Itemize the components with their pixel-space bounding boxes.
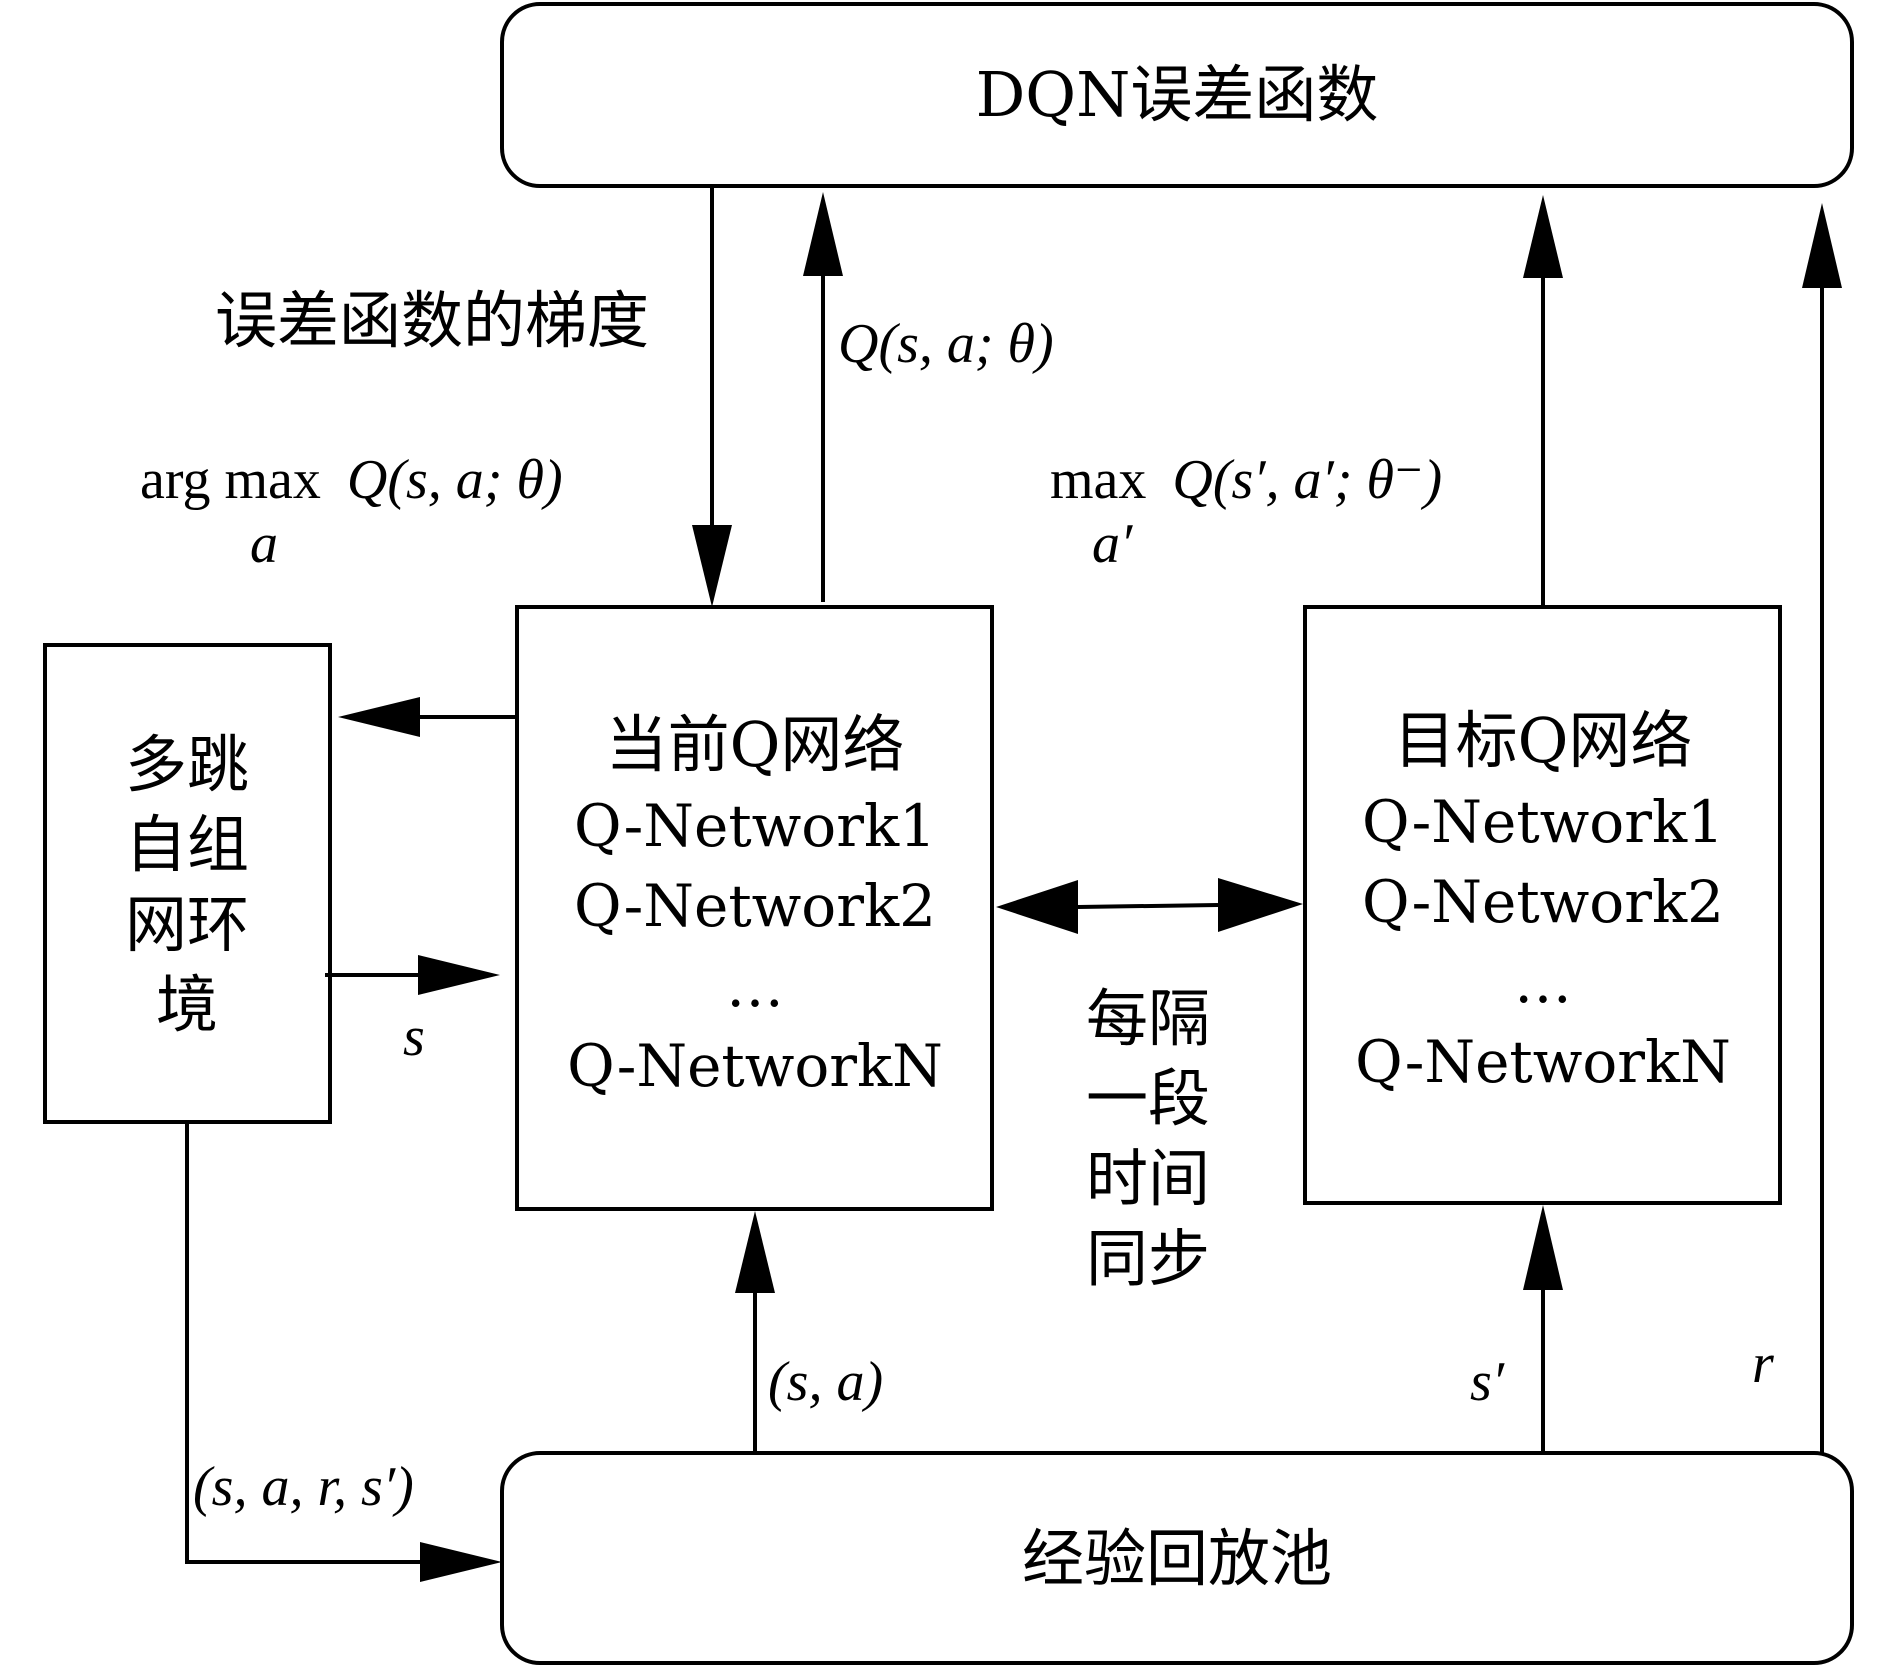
sync-label-line-4: 同步 — [1086, 1222, 1210, 1295]
reward-arrow — [1802, 203, 1842, 1453]
max-label: max Q(s′, a′; θ⁻) — [1050, 449, 1442, 511]
target-network-item-1: Q-Network1 — [1362, 788, 1724, 856]
environment-label-line-3: 网环 — [125, 888, 249, 961]
next-state-label: s′ — [1470, 1351, 1505, 1413]
replay-pool-label: 经验回放池 — [1022, 1522, 1332, 1595]
current-q-network-box: 当前Q网络 Q-Network1 Q-Network2 … Q-NetworkN — [515, 605, 994, 1211]
replay-pool-box: 经验回放池 — [500, 1451, 1854, 1665]
environment-label-line-1: 多跳 — [125, 728, 249, 801]
current-network-item-n: Q-NetworkN — [567, 1032, 943, 1100]
target-network-title: 目标Q网络 — [1394, 704, 1693, 777]
target-network-item-n: Q-NetworkN — [1355, 1028, 1731, 1096]
max-prefix: max — [1050, 449, 1160, 511]
state-action-label: (s, a) — [768, 1351, 883, 1413]
argmax-expression: Q(s, a; θ) — [347, 449, 563, 511]
sync-label-line-1: 每隔 — [1086, 982, 1210, 1055]
current-network-item-1: Q-Network1 — [574, 792, 936, 860]
current-network-title: 当前Q网络 — [606, 708, 905, 781]
replay-to-target-network-arrow — [1523, 1205, 1563, 1453]
q-value-arrow — [803, 192, 843, 602]
target-network-item-2: Q-Network2 — [1362, 868, 1724, 936]
sync-double-arrow — [996, 878, 1303, 934]
max-expression: Q(s′, a′; θ⁻) — [1172, 449, 1442, 511]
target-max-q-arrow — [1523, 195, 1563, 607]
replay-to-current-network-arrow — [735, 1211, 775, 1453]
target-q-network-box: 目标Q网络 Q-Network1 Q-Network2 … Q-NetworkN — [1303, 605, 1782, 1205]
dqn-loss-box: DQN误差函数 — [500, 2, 1854, 188]
argmax-subscript: a — [250, 513, 278, 575]
environment-label-line-2: 自组 — [125, 808, 249, 881]
target-network-ellipsis: … — [1514, 948, 1572, 1016]
environment-to-replay-arrow — [185, 1122, 502, 1582]
transition-label: (s, a, r, s′) — [193, 1456, 414, 1518]
sync-label-line-3: 时间 — [1086, 1142, 1210, 1215]
gradient-label: 误差函数的梯度 — [215, 284, 649, 357]
q-value-label: Q(s, a; θ) — [838, 313, 1054, 375]
state-label: s — [403, 1006, 425, 1068]
argmax-prefix: arg max — [140, 449, 335, 511]
sync-label-line-2: 一段 — [1086, 1062, 1210, 1135]
reward-label: r — [1752, 1333, 1774, 1395]
environment-box: 多跳 自组 网环 境 — [43, 643, 332, 1124]
action-to-environment-arrow — [338, 697, 517, 737]
gradient-arrow — [692, 186, 732, 607]
current-network-item-2: Q-Network2 — [574, 872, 936, 940]
max-subscript: a′ — [1092, 513, 1133, 575]
argmax-label: arg max Q(s, a; θ) — [140, 449, 563, 511]
environment-label-line-4: 境 — [156, 968, 218, 1041]
current-network-ellipsis: … — [726, 952, 784, 1020]
dqn-loss-label: DQN误差函数 — [976, 58, 1379, 131]
sync-label: 每隔 一段 时间 同步 — [1086, 982, 1210, 1295]
state-to-current-network-arrow — [325, 955, 500, 995]
